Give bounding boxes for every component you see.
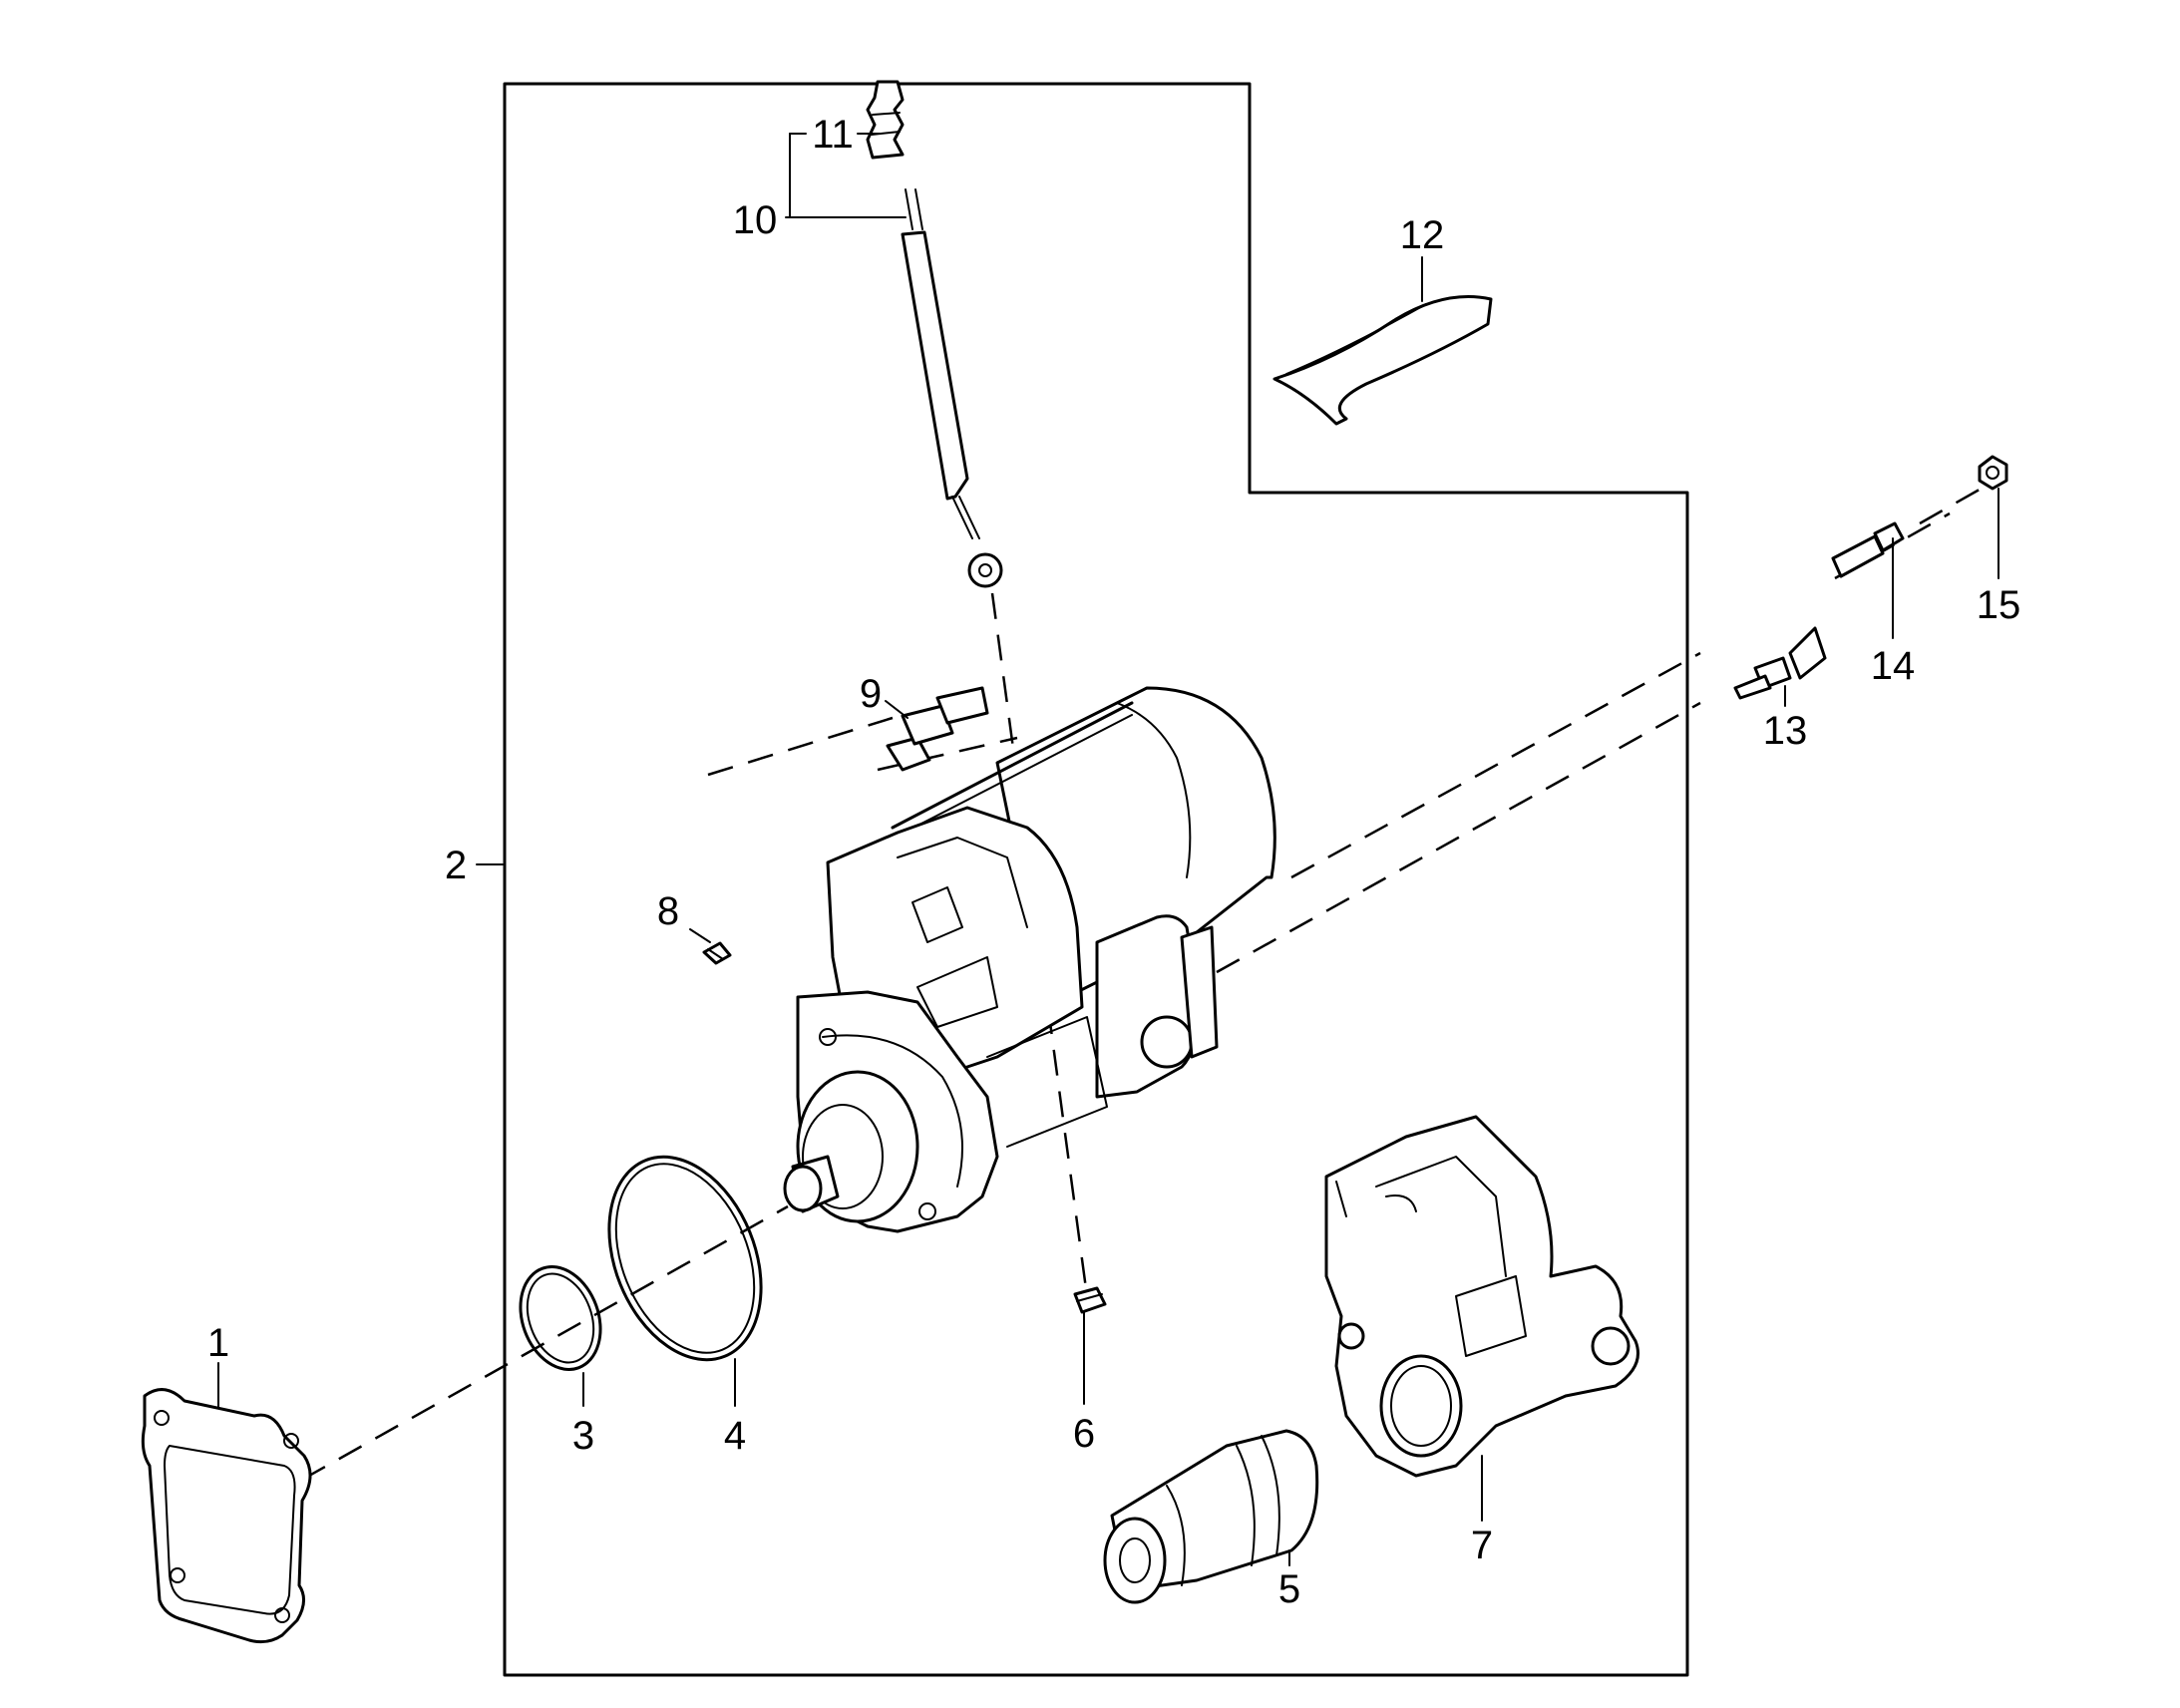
- stud-part: [1831, 521, 1905, 578]
- callout-6: 6: [1073, 1412, 1095, 1456]
- screw-part: [702, 941, 732, 965]
- bolt-part: [1733, 626, 1827, 700]
- callout-2: 2: [445, 844, 467, 887]
- callout-13: 13: [1763, 709, 1808, 753]
- nut-part: [1978, 455, 2008, 491]
- callout-11: 11: [812, 113, 854, 157]
- callout-10: 10: [733, 198, 778, 242]
- gasket-flange-part: [141, 1388, 312, 1644]
- callout-9: 9: [860, 672, 882, 716]
- callout-4: 4: [724, 1414, 746, 1458]
- spring-part: [1073, 1286, 1107, 1314]
- callout-3: 3: [572, 1414, 594, 1458]
- callout-1: 1: [207, 1321, 229, 1365]
- callout-15: 15: [1977, 583, 2021, 627]
- terminal-stud-part: [886, 686, 989, 772]
- assembly-boundary: [503, 82, 1689, 1677]
- starter-motor-body: [783, 686, 1276, 1233]
- callout-labels: 1 2 3 4 5 6 7 8 9 10 11 12 13 14 15: [207, 113, 2020, 1611]
- terminal-boot-part: [866, 80, 905, 160]
- o-ring-small-part: [519, 1265, 602, 1371]
- callout-12: 12: [1400, 213, 1445, 257]
- callout-14: 14: [1871, 644, 1916, 688]
- cable-part: [901, 188, 1003, 588]
- heat-shield-part: [1272, 295, 1493, 426]
- callout-5: 5: [1278, 1567, 1300, 1611]
- callout-7: 7: [1471, 1524, 1493, 1567]
- pinion-clutch-part: [1103, 1429, 1319, 1604]
- leader-lines: [217, 133, 1999, 1566]
- callout-8: 8: [657, 889, 679, 933]
- drive-housing-part: [1324, 1115, 1639, 1478]
- o-ring-large-part: [607, 1155, 763, 1362]
